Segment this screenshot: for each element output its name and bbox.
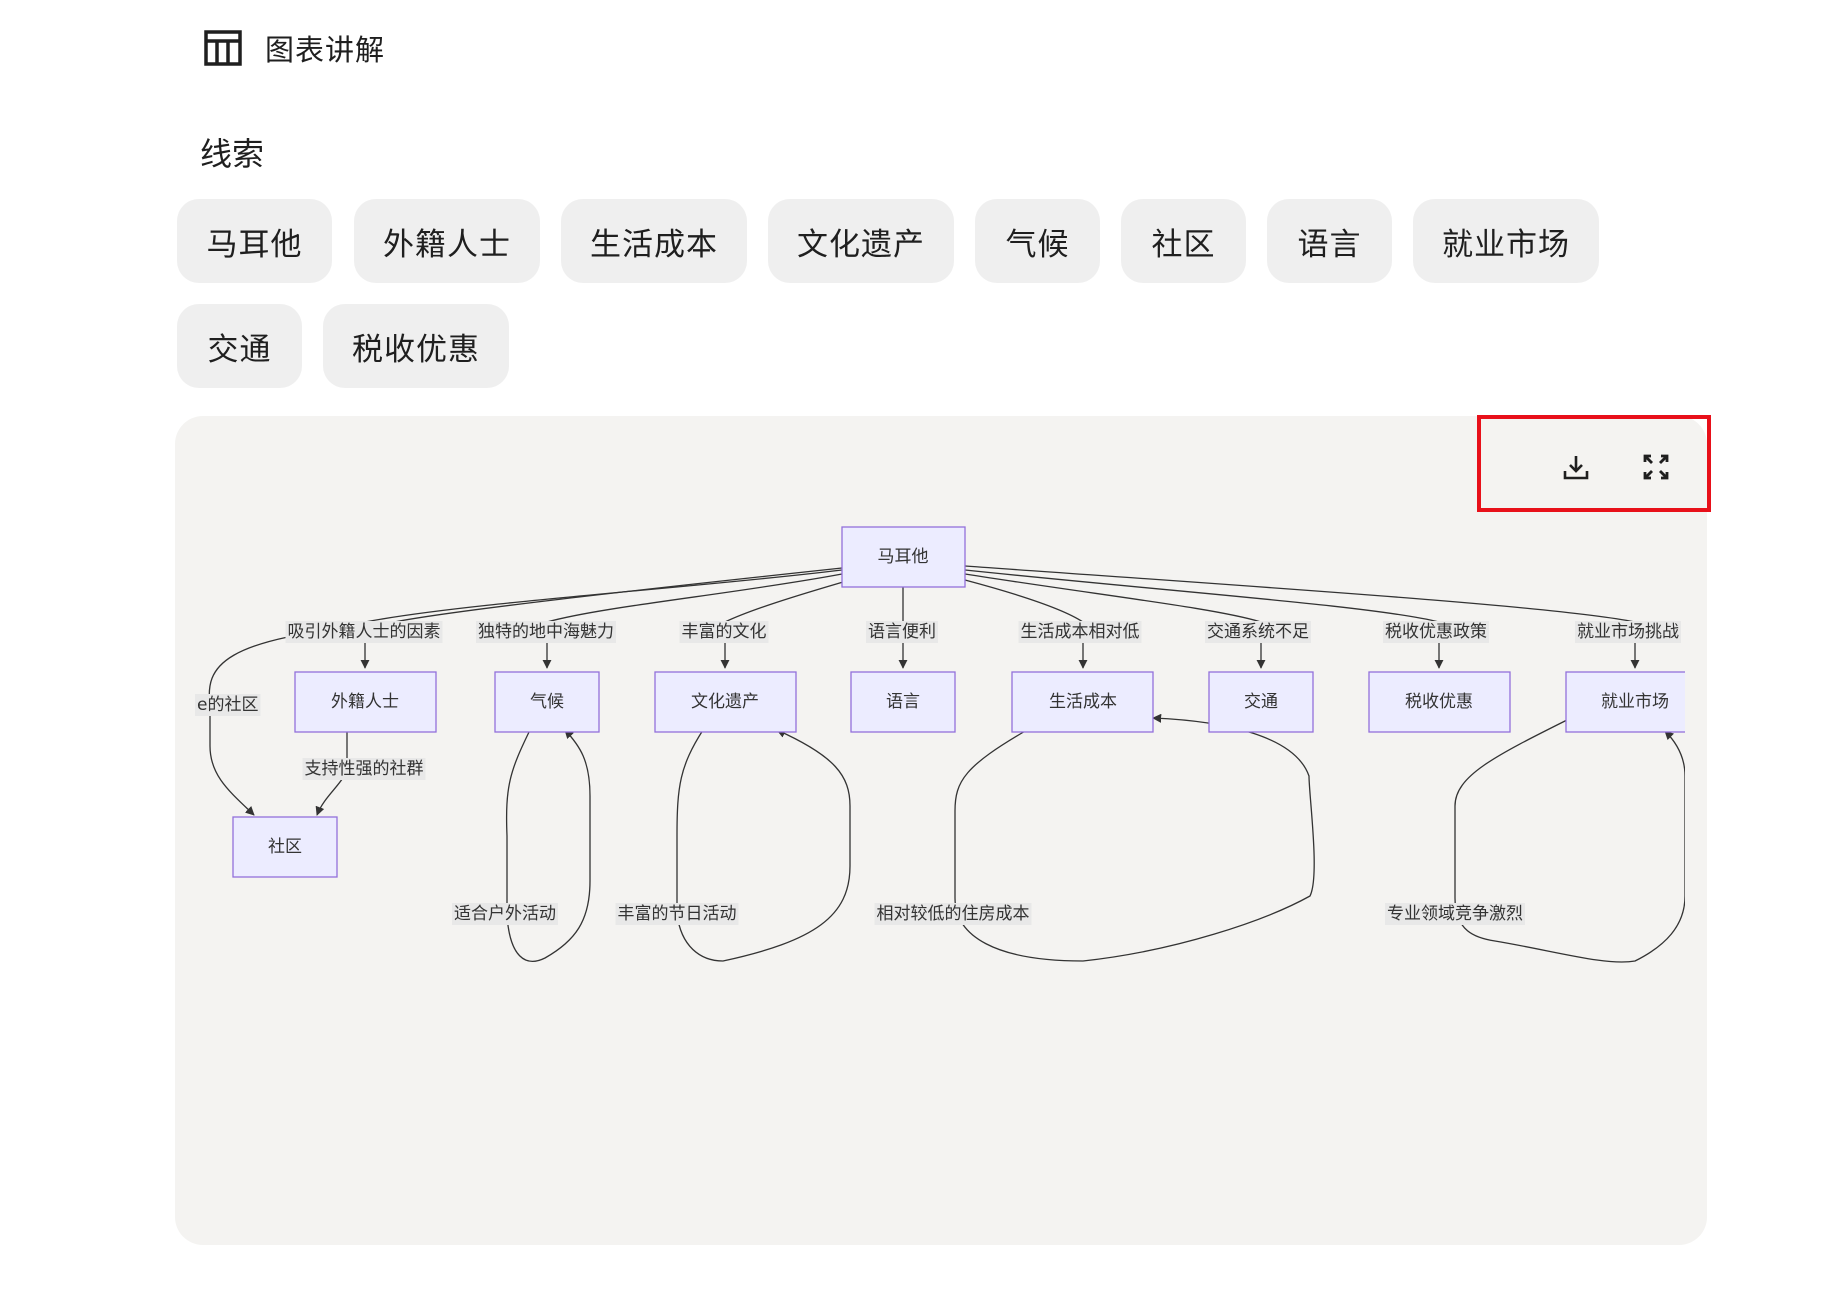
svg-text:社区: 社区 xyxy=(268,837,302,857)
edge-jobs-loop xyxy=(1454,719,1685,963)
table-icon xyxy=(203,28,243,68)
node-job-market: 就业市场 xyxy=(1565,671,1685,733)
clue-chip-tax-benefits[interactable]: 税收优惠 xyxy=(323,304,509,388)
node-transport: 交通 xyxy=(1208,671,1314,733)
node-malta: 马耳他 xyxy=(841,526,966,588)
svg-text:相对较低的住房成本: 相对较低的住房成本 xyxy=(877,904,1030,924)
edge-heritage-loop xyxy=(676,729,851,962)
svg-text:税收优惠: 税收优惠 xyxy=(1405,692,1473,712)
node-tax-benefits: 税收优惠 xyxy=(1368,671,1511,733)
clue-chip-language[interactable]: 语言 xyxy=(1267,199,1392,283)
edge-malta-expats xyxy=(360,569,843,669)
edge-malta-transport xyxy=(964,573,1266,669)
clue-chip-transport[interactable]: 交通 xyxy=(177,304,302,388)
edge-label-language-convenience: 语言便利 xyxy=(866,621,938,643)
download-button[interactable] xyxy=(1548,441,1604,497)
svg-text:专业领域竞争激烈: 专业领域竞争激烈 xyxy=(1387,904,1523,924)
svg-text:马耳他: 马耳他 xyxy=(878,547,929,567)
clue-chip-community[interactable]: 社区 xyxy=(1121,199,1246,283)
svg-text:文化遗产: 文化遗产 xyxy=(691,692,759,712)
edge-label-rich-culture: 丰富的文化 xyxy=(679,621,769,643)
edge-label-support: 支持性强的社群 xyxy=(302,758,426,780)
svg-text:语言便利: 语言便利 xyxy=(868,622,936,642)
svg-text:e的社区: e的社区 xyxy=(197,695,258,715)
edge-malta-cost xyxy=(964,579,1088,669)
edge-label-low-cost: 生活成本相对低 xyxy=(1018,621,1142,643)
fullscreen-icon xyxy=(1641,452,1671,486)
clue-chip-malta[interactable]: 马耳他 xyxy=(177,199,332,283)
edge-label-outdoor: 适合户外活动 xyxy=(452,903,558,925)
svg-text:税收优惠政策: 税收优惠政策 xyxy=(1385,622,1487,642)
diagram-card: 吸引外籍人士的因素 独特的地中海魅力 丰富的文化 语言便利 生活成本相对低 交通… xyxy=(175,416,1707,1245)
svg-text:交通系统不足: 交通系统不足 xyxy=(1207,622,1309,642)
node-expats: 外籍人士 xyxy=(294,671,437,733)
edge-cost-loop xyxy=(954,713,1315,962)
page-title: 图表讲解 xyxy=(265,33,386,67)
edge-label-community-partial: e的社区 xyxy=(195,694,261,716)
node-community: 社区 xyxy=(232,816,338,878)
svg-text:支持性强的社群: 支持性强的社群 xyxy=(305,759,424,779)
svg-text:独特的地中海魅力: 独特的地中海魅力 xyxy=(478,622,614,642)
clue-chip-expats[interactable]: 外籍人士 xyxy=(354,199,540,283)
clue-chip-job-market[interactable]: 就业市场 xyxy=(1413,199,1599,283)
edge-label-competition: 专业领域竞争激烈 xyxy=(1385,903,1525,925)
edge-label-attract: 吸引外籍人士的因素 xyxy=(285,621,443,643)
svg-text:生活成本相对低: 生活成本相对低 xyxy=(1021,622,1140,642)
svg-text:语言: 语言 xyxy=(886,692,920,712)
edge-malta-tax xyxy=(964,569,1444,669)
edge-climate-loop xyxy=(505,729,591,962)
svg-text:生活成本: 生活成本 xyxy=(1049,692,1117,712)
edge-malta-climate xyxy=(542,573,843,669)
edge-label-job-challenge: 就业市场挑战 xyxy=(1575,621,1681,643)
edge-malta-heritage xyxy=(720,579,851,669)
clues-title: 线索 xyxy=(200,135,265,173)
edge-label-tax-policy: 税收优惠政策 xyxy=(1383,621,1489,643)
svg-text:适合户外活动: 适合户外活动 xyxy=(454,904,556,924)
node-language: 语言 xyxy=(850,671,956,733)
svg-text:气候: 气候 xyxy=(530,692,564,712)
clue-chip-cost-of-living[interactable]: 生活成本 xyxy=(561,199,747,283)
download-icon xyxy=(1561,452,1591,486)
node-cost-of-living: 生活成本 xyxy=(1011,671,1154,733)
svg-text:丰富的文化: 丰富的文化 xyxy=(682,622,767,642)
edge-label-mediterranean: 独特的地中海魅力 xyxy=(476,621,616,643)
svg-text:就业市场挑战: 就业市场挑战 xyxy=(1577,622,1679,642)
clue-chip-climate[interactable]: 气候 xyxy=(975,199,1100,283)
node-climate: 气候 xyxy=(494,671,600,733)
edge-label-transport-weak: 交通系统不足 xyxy=(1205,621,1311,643)
svg-text:吸引外籍人士的因素: 吸引外籍人士的因素 xyxy=(288,622,441,642)
svg-text:交通: 交通 xyxy=(1244,692,1278,712)
fullscreen-button[interactable] xyxy=(1628,441,1684,497)
svg-text:丰富的节日活动: 丰富的节日活动 xyxy=(618,904,737,924)
svg-text:外籍人士: 外籍人士 xyxy=(331,692,399,712)
svg-text:就业市场: 就业市场 xyxy=(1601,692,1669,712)
edge-label-housing: 相对较低的住房成本 xyxy=(874,903,1032,925)
page-header: 图表讲解 xyxy=(203,28,385,68)
highlight-box xyxy=(1477,415,1711,512)
node-heritage: 文化遗产 xyxy=(654,671,797,733)
flowchart-diagram: 吸引外籍人士的因素 独特的地中海魅力 丰富的文化 语言便利 生活成本相对低 交通… xyxy=(195,526,1685,963)
edge-malta-jobs xyxy=(964,565,1640,669)
edge-label-festival: 丰富的节日活动 xyxy=(615,903,739,925)
clue-chip-cultural-heritage[interactable]: 文化遗产 xyxy=(768,199,954,283)
